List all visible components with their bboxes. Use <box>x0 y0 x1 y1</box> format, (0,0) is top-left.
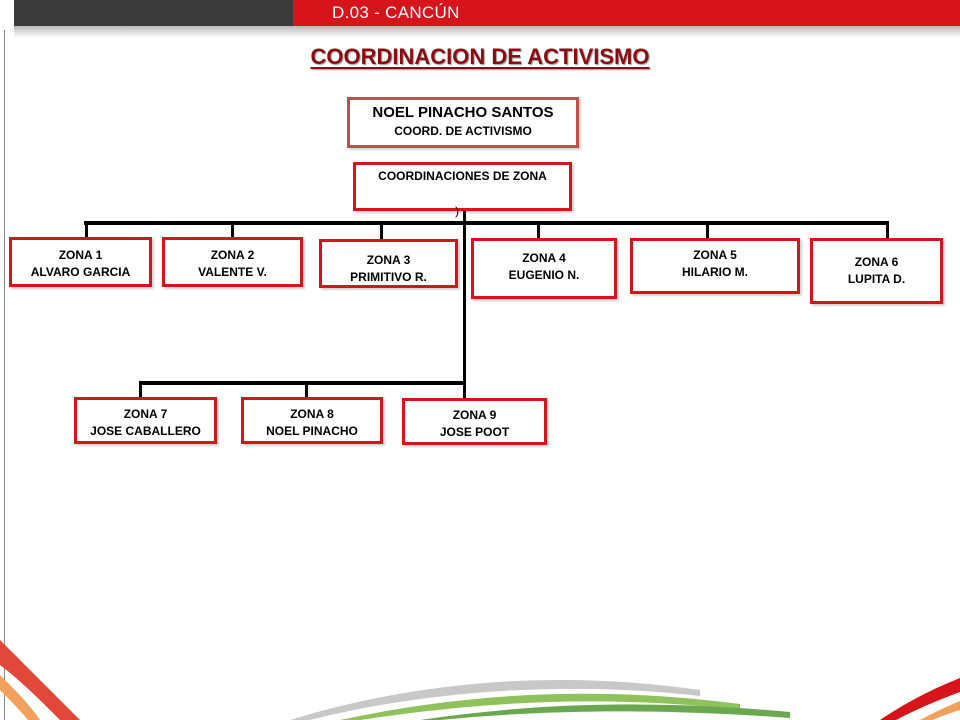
tick-zona-5 <box>706 224 709 239</box>
tick-zona-8 <box>305 384 308 398</box>
head-coordinator-box: NOEL PINACHO SANTOS COORD. DE ACTIVISMO <box>347 97 579 148</box>
zone-coordinator-name: EUGENIO N. <box>508 268 580 282</box>
bottom-bus-line <box>139 381 466 385</box>
zone-label: ZONA 5 <box>693 248 737 262</box>
zone-coordinator-name: JOSE POOT <box>439 425 510 439</box>
zone-label: ZONA 2 <box>210 248 255 262</box>
zone-label: ZONA 9 <box>452 408 497 422</box>
tick-zona-4 <box>537 224 540 239</box>
zone-label: ZONA 3 <box>366 253 411 267</box>
top-bus-line <box>84 221 889 225</box>
zone-box-4: ZONA 4 EUGENIO N. <box>471 238 617 299</box>
zone-box-8: ZONA 8 NOEL PINACHO <box>241 397 383 444</box>
tick-zona-3 <box>380 224 383 240</box>
trunk-line <box>463 208 466 386</box>
left-rule <box>4 30 5 720</box>
zone-label: ZONA 6 <box>854 255 899 269</box>
zone-coordinator-name: LUPITA D. <box>847 272 906 286</box>
header-red-bar <box>293 0 960 26</box>
zone-label: ZONA 8 <box>290 407 334 421</box>
zone-box-1: ZONA 1 ALVARO GARCIA <box>9 237 152 287</box>
zone-box-6: ZONA 6 LUPITA D. <box>810 238 943 304</box>
head-name: NOEL PINACHO SANTOS <box>372 104 554 121</box>
zone-coordinator-name: HILARIO M. <box>682 265 748 279</box>
zone-coordinations-box: COORDINACIONES DE ZONA <box>353 162 572 211</box>
zone-coordinator-name: VALENTE V. <box>198 265 267 279</box>
zone-label: ZONA 7 <box>123 407 168 421</box>
tick-zona-9 <box>463 384 466 398</box>
tick-zona-1 <box>85 224 88 238</box>
zone-coordinations-label: COORDINACIONES DE ZONA <box>378 169 547 183</box>
zone-coordinator-name: NOEL PINACHO <box>266 424 358 438</box>
decorative-swoosh <box>0 640 960 720</box>
zone-coordinator-name: PRIMITIVO R. <box>350 270 427 284</box>
zone-box-9: ZONA 9 JOSE POOT <box>402 398 547 445</box>
zone-coordinator-name: ALVARO GARCIA <box>30 265 131 279</box>
zone-label: ZONA 4 <box>522 251 566 265</box>
head-role: COORD. DE ACTIVISMO <box>394 124 532 138</box>
header-title: D.03 - CANCÚN <box>332 3 460 22</box>
header-shadow <box>14 26 960 38</box>
zone-coordinator-name: JOSE CABALLERO <box>90 424 201 438</box>
zone-box-3: ZONA 3 PRIMITIVO R. <box>319 239 458 288</box>
zone-label: ZONA 1 <box>58 248 103 262</box>
zone-box-7: ZONA 7 JOSE CABALLERO <box>74 397 217 444</box>
zone-box-2: ZONA 2 VALENTE V. <box>162 237 303 287</box>
page-title: COORDINACION DE ACTIVISMO <box>310 44 650 69</box>
zone-box-5: ZONA 5 HILARIO M. <box>630 238 800 294</box>
header-dark-bar <box>14 0 294 26</box>
tick-zona-6 <box>886 224 889 239</box>
tick-zona-7 <box>139 384 142 398</box>
tick-zona-2 <box>231 224 234 238</box>
stray-mark: ) <box>455 204 459 218</box>
